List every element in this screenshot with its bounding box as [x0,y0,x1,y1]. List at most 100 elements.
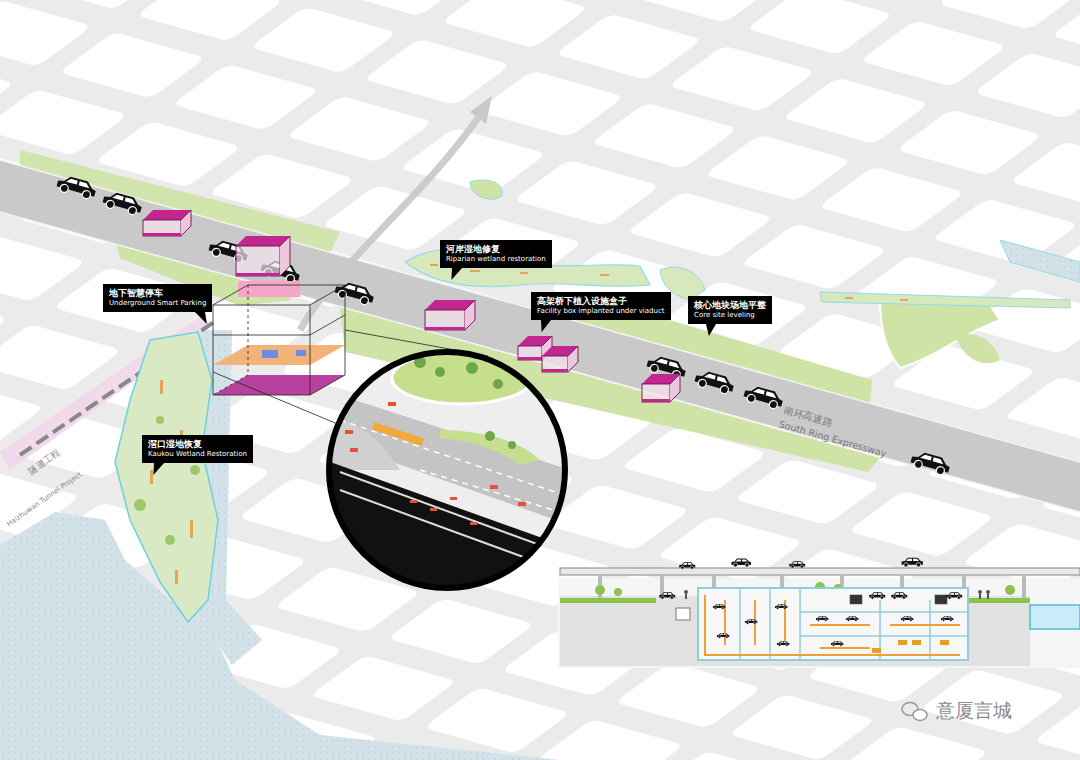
lens-detail [372,422,424,446]
city-block [1009,141,1080,208]
section-drawing [799,588,801,660]
callout-subtitle: Riparian wetland restoration [446,255,546,264]
section-drawing [679,562,695,569]
wetland-dabs [900,299,908,301]
city-block [172,64,320,131]
section-drawing [614,588,622,596]
facility-box [670,374,680,402]
section-drawing [850,595,862,604]
section-drawing [820,647,870,649]
tunnel-name: 隧道工程 [27,448,62,477]
cars [742,384,784,411]
parking-wireframe [213,345,345,365]
lens-detail [414,356,516,449]
section-drawing [685,594,687,599]
city-block [441,0,589,48]
wetland-dabs [175,570,178,584]
facility-box [642,399,670,402]
section-drawing [676,608,690,620]
lens-detail [320,340,580,600]
city-block [58,32,206,99]
section-drawing [745,619,757,624]
parking-wireframe [213,315,345,335]
callout-subtitle: Core site leveling [694,311,766,320]
facility-box [425,310,465,330]
section-drawing [929,600,931,660]
parking-wireframe [213,281,345,395]
facility-box [236,273,280,276]
section-drawing [901,616,913,621]
callout-box: 高架桥下植入设施盒子Facility box implanted under v… [531,292,671,320]
section-drawing [912,640,921,645]
wetland-trees [190,465,200,475]
section-drawing [810,624,870,626]
city-block [286,96,434,163]
section-drawing [560,568,1080,575]
section-drawing [902,558,923,567]
parking-wireframe [296,350,306,356]
callout-title: 核心地块场地平整 [694,299,766,311]
facility-box [425,327,465,330]
facility-box [518,346,542,360]
cars [101,190,143,217]
facility-box [518,357,542,360]
city-block [1051,0,1080,62]
parking-wireframe [262,350,278,358]
cars [333,280,375,307]
city-block [614,662,762,729]
lens-detail [330,462,570,600]
facility-box [280,236,290,276]
lens-detail [340,472,570,556]
kaukou-wetland [115,332,218,622]
section-drawing [987,594,989,599]
city-block [1003,376,1080,443]
city-block [537,719,685,760]
callout-box: 核心地块场地平整Core site leveling [688,296,772,324]
section-drawing [846,616,858,621]
section-drawing [659,592,675,599]
facility-box [143,233,181,236]
lens-detail [388,402,396,406]
callout-tail [195,312,212,324]
lens-detail [440,430,540,465]
city-block [387,598,535,665]
section-drawing [698,588,968,660]
section-drawing [891,592,907,599]
callout-subtitle: Kaukou Wetland Restoration [148,450,247,459]
wetland-dabs [600,274,609,276]
section-drawing [732,559,752,568]
section-drawing [558,558,1080,668]
city-block [136,0,284,41]
section-drawing [705,595,960,655]
section-drawing [869,592,885,599]
section-drawing [831,641,843,646]
lens-detail [320,340,580,600]
callout-subtitle: Underground Smart Parking [109,299,206,308]
lens-detail [450,497,457,500]
wetland-dabs [845,297,853,299]
facility-box [236,246,280,276]
facility-box [568,346,578,372]
city-block [704,134,852,201]
lens-detail [372,422,424,446]
parking-wireframe [213,285,248,395]
facility-box [143,220,181,236]
city-block [895,109,1043,176]
parking-wireframe [213,305,310,395]
city-block [931,198,1079,265]
city-block [848,491,996,558]
city-block [728,694,876,760]
callout-title: 河岸湿地修复 [446,243,546,255]
city-block [746,0,894,55]
tunnel-name: Haizhuwan Tunnel Project [6,471,84,529]
city-block [650,751,798,760]
city-block [919,669,1067,736]
callout-title: 滘口湿地恢复 [148,438,247,450]
section-drawing [705,595,960,655]
city-block [0,0,92,67]
riparian-wetland [470,180,502,199]
city-block [309,655,457,722]
section-drawing [941,616,953,621]
